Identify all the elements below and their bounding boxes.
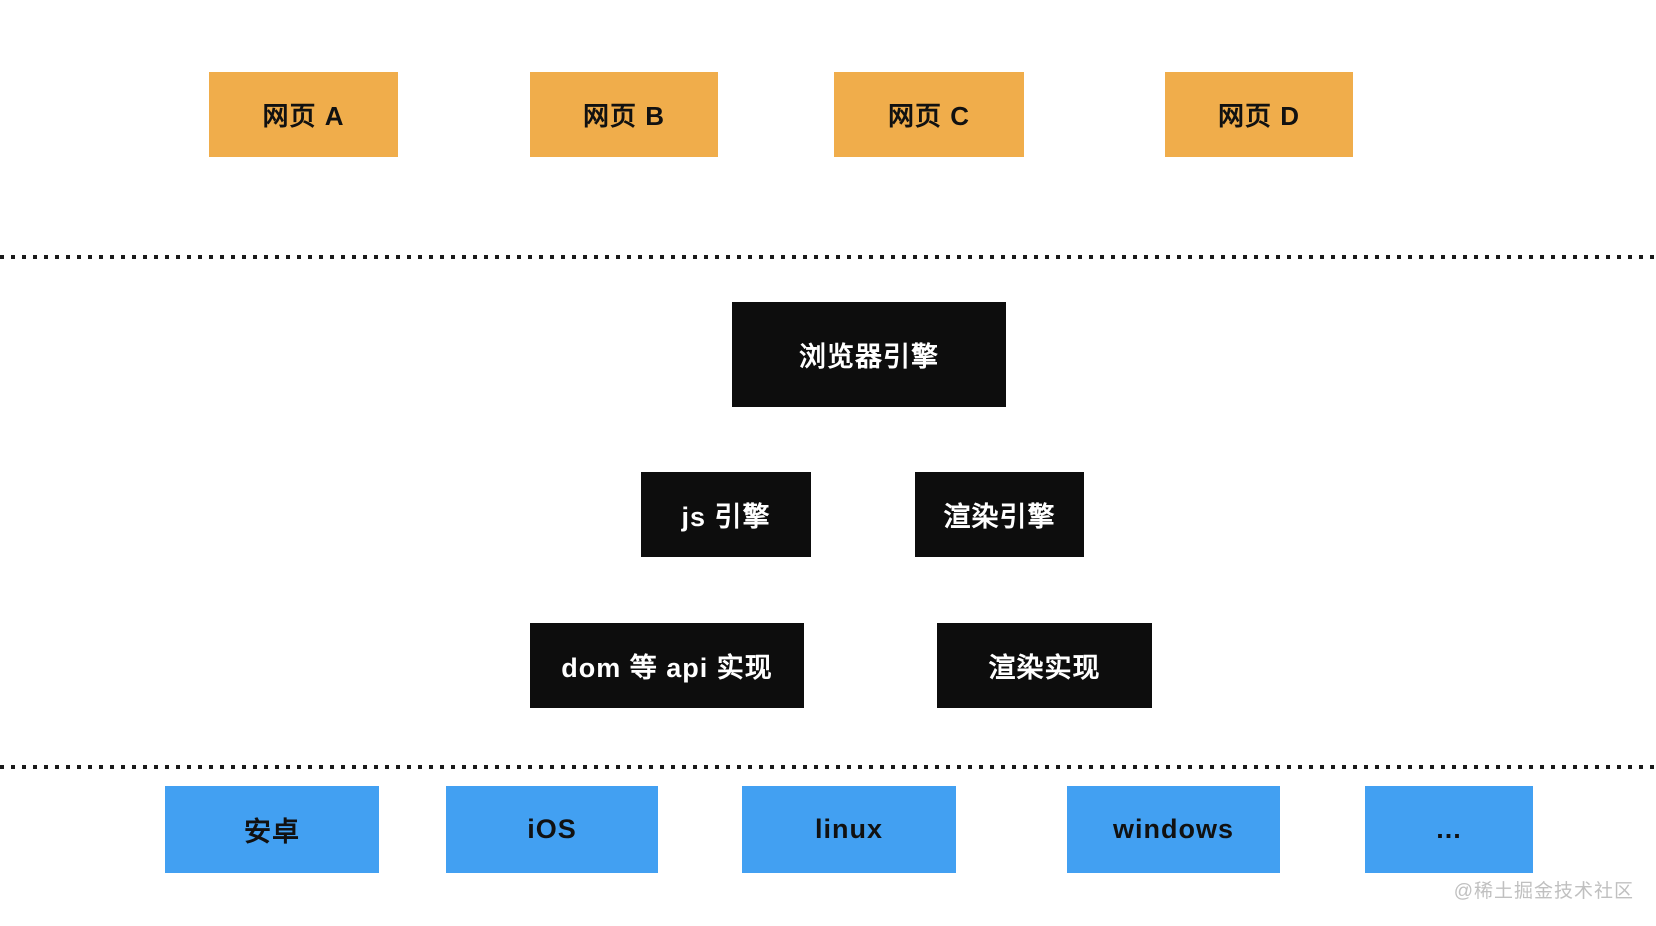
os-label-linux: linux xyxy=(814,814,883,844)
render-engine-label: 渲染引擎 xyxy=(943,502,1056,532)
separator-dotted-bottom xyxy=(0,765,1656,769)
os-label-android: 安卓 xyxy=(244,817,300,847)
render-impl-label: 渲染实现 xyxy=(988,653,1101,683)
os-box-linux: linux xyxy=(742,786,956,873)
browser-engine-label: 浏览器引擎 xyxy=(799,342,939,372)
js-engine-label: js 引擎 xyxy=(681,502,771,532)
webpage-box-d: 网页 D xyxy=(1165,72,1353,157)
separator-dotted-top xyxy=(0,255,1656,259)
dom-api-impl-label: dom 等 api 实现 xyxy=(561,653,773,683)
os-label-windows: windows xyxy=(1113,814,1234,844)
os-box-ios: iOS xyxy=(446,786,658,873)
webpage-box-a: 网页 A xyxy=(209,72,398,157)
render-engine-box: 渲染引擎 xyxy=(915,472,1084,557)
os-label-ios: iOS xyxy=(527,814,577,844)
dom-api-impl-box: dom 等 api 实现 xyxy=(530,623,804,708)
watermark: @稀土掘金技术社区 xyxy=(1453,881,1634,902)
webpage-label-d: 网页 D xyxy=(1217,101,1300,131)
webpage-label-c: 网页 C xyxy=(887,101,970,131)
webpage-box-c: 网页 C xyxy=(834,72,1024,157)
js-engine-box: js 引擎 xyxy=(641,472,811,557)
os-box-android: 安卓 xyxy=(165,786,379,873)
webpage-box-b: 网页 B xyxy=(530,72,718,157)
os-box-others: ... xyxy=(1365,786,1533,873)
render-impl-box: 渲染实现 xyxy=(937,623,1152,708)
os-label-others: ... xyxy=(1436,814,1462,844)
webpage-label-b: 网页 B xyxy=(582,101,665,131)
os-box-windows: windows xyxy=(1067,786,1280,873)
webpage-label-a: 网页 A xyxy=(262,101,345,131)
browser-engine-box: 浏览器引擎 xyxy=(732,302,1006,407)
